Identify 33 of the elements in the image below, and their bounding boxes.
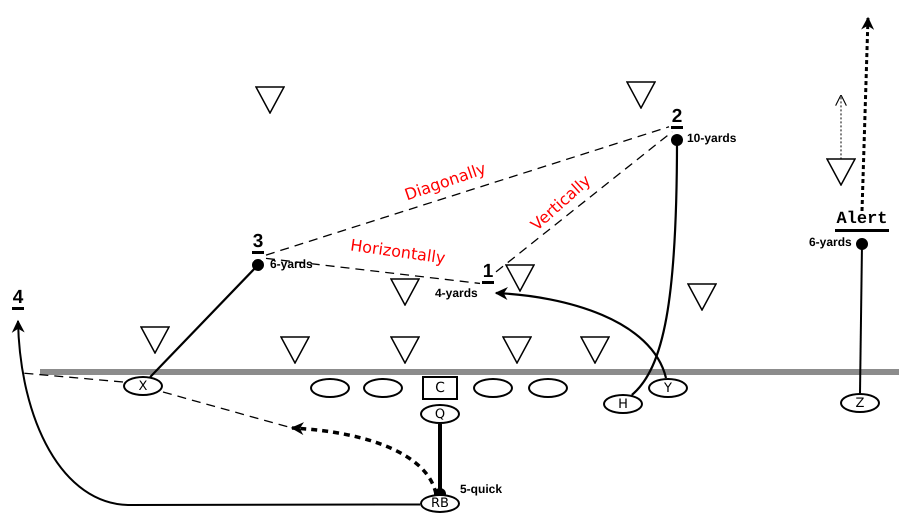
route-number: Alert	[835, 211, 888, 232]
distance-label: 4-yards	[435, 286, 478, 300]
player-ellipse: Z	[840, 393, 880, 413]
distance-label: 6-yards	[270, 257, 313, 271]
route-number: 2	[670, 107, 684, 129]
player-ellipse: RB	[420, 494, 460, 513]
lineman-ellipse	[473, 378, 513, 398]
distance-label: 10-yards	[687, 131, 736, 145]
distance-label: 6-yards	[809, 235, 852, 249]
route-number: 3	[252, 232, 264, 254]
connector-line	[22, 372, 124, 383]
connector-line	[266, 258, 480, 284]
route-arrow	[834, 94, 848, 160]
player-ellipse: Y	[648, 378, 688, 398]
route-line	[149, 259, 264, 378]
route-number: 4	[12, 288, 24, 310]
route-line	[631, 134, 683, 396]
route-arrow	[12, 320, 420, 506]
route-arrow	[860, 16, 874, 212]
route-arrow	[494, 287, 668, 378]
lineman-ellipse	[528, 378, 568, 398]
distance-label: 5-quick	[460, 482, 502, 496]
connector-line	[266, 126, 670, 256]
player-ellipse: X	[123, 376, 163, 396]
player-ellipse: H	[603, 394, 643, 414]
edge-label: Horizontally	[348, 236, 448, 268]
player-ellipse: Q	[420, 404, 460, 424]
route-line	[856, 238, 868, 394]
lineman-ellipse	[363, 378, 403, 398]
route-arrow	[290, 422, 438, 495]
lineman-ellipse	[310, 378, 350, 398]
route-number: 1	[482, 262, 494, 284]
center-box: C	[422, 376, 458, 400]
